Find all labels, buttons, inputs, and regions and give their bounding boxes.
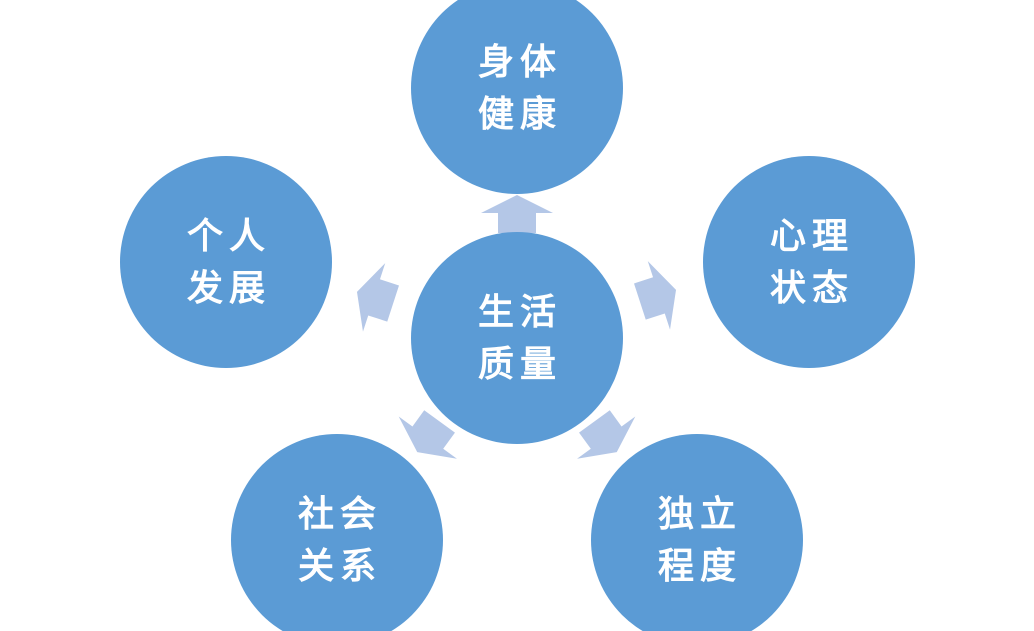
center-node-line2: 质量 (478, 343, 562, 385)
arrow-to-psychological (634, 261, 677, 330)
arrow-to-physical (481, 195, 553, 233)
arrow-to-personal (356, 263, 399, 332)
node-social-relations: 社会 关系 (231, 434, 443, 631)
node-personal-line1: 个人 (187, 215, 271, 257)
node-physical-line2: 健康 (478, 93, 562, 135)
center-node-quality-of-life: 生活 质量 (411, 232, 623, 444)
node-social-line2: 关系 (298, 545, 382, 587)
arrow-to-independence (577, 410, 636, 459)
node-psychological-line1: 心理 (770, 215, 854, 257)
node-social-line1: 社会 (298, 493, 382, 535)
arrow-to-social (398, 410, 457, 459)
node-personal-line2: 发展 (187, 267, 271, 309)
node-psychological-state: 心理 状态 (703, 156, 915, 368)
node-physical-health: 身体 健康 (411, 0, 623, 194)
center-node-line1: 生活 (478, 291, 562, 333)
node-independence-line2: 程度 (658, 545, 742, 587)
node-personal-development: 个人 发展 (120, 156, 332, 368)
node-independence-line1: 独立 (658, 493, 742, 535)
node-psychological-line2: 状态 (770, 267, 854, 309)
node-physical-line1: 身体 (478, 41, 562, 83)
node-independence: 独立 程度 (591, 434, 803, 631)
